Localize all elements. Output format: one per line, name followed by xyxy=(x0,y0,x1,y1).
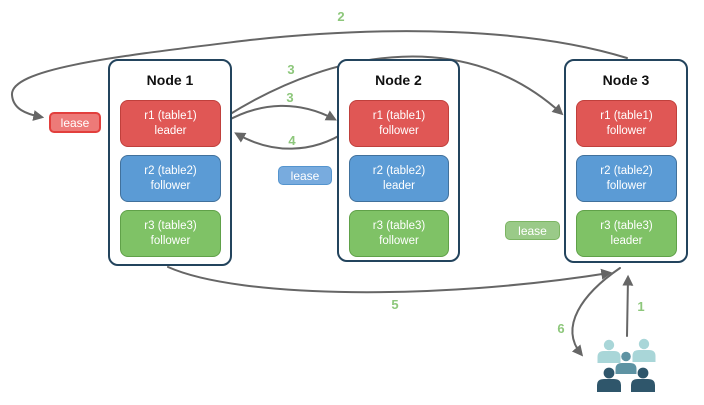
replica-name: r2 (table2) xyxy=(372,164,426,177)
users-group-icon xyxy=(597,338,656,392)
node-2-replica-r3: r3 (table3) follower xyxy=(349,210,449,257)
replica-role: follower xyxy=(150,234,191,247)
node-3-replica-r3: r3 (table3) leader xyxy=(576,210,677,257)
replica-name: r1 (table1) xyxy=(372,109,426,122)
step-label-4: 4 xyxy=(288,133,296,148)
lease-badge-r3: lease xyxy=(505,221,560,240)
lease-badge-r2: lease xyxy=(278,166,332,185)
step-label-5: 5 xyxy=(391,297,399,312)
arrow-step-2 xyxy=(10,30,628,121)
replica-role: leader xyxy=(383,179,415,192)
node-3-replica-r2: r2 (table2) follower xyxy=(576,155,677,202)
lease-badge-r1: lease xyxy=(49,112,101,133)
arrow-step-1-from-users xyxy=(622,274,634,337)
node-3-title: Node 3 xyxy=(602,72,650,88)
node-2: Node 2 r1 (table1) follower r2 (table2) … xyxy=(337,59,460,262)
replica-role: leader xyxy=(610,234,643,247)
replica-role: follower xyxy=(606,124,647,137)
step-label-2: 2 xyxy=(337,9,345,24)
arrow-step-3-to-node2 xyxy=(224,104,337,123)
replica-role: leader xyxy=(154,124,187,137)
replica-role: follower xyxy=(379,124,419,137)
replica-role: follower xyxy=(606,179,647,192)
replica-name: r1 (table1) xyxy=(144,109,197,122)
node-1: Node 1 r1 (table1) leader r2 (table2) fo… xyxy=(108,59,232,266)
step-label-1: 1 xyxy=(637,299,645,314)
node-1-replica-r3: r3 (table3) follower xyxy=(120,210,221,257)
arrow-step-5 xyxy=(167,266,613,294)
replica-name: r2 (table2) xyxy=(600,164,653,177)
node-3-replica-r1: r1 (table1) follower xyxy=(576,100,677,147)
replica-name: r3 (table3) xyxy=(144,219,197,232)
node-3: Node 3 r1 (table1) follower r2 (table2) … xyxy=(564,59,688,263)
node-2-title: Node 2 xyxy=(375,72,422,88)
node-1-title: Node 1 xyxy=(146,72,194,88)
replica-role: follower xyxy=(379,234,419,247)
replica-name: r3 (table3) xyxy=(372,219,426,232)
step-label-3a: 3 xyxy=(287,62,295,77)
node-2-replica-r2: r2 (table2) leader xyxy=(349,155,449,202)
replica-name: r3 (table3) xyxy=(600,219,653,232)
node-1-replica-r1: r1 (table1) leader xyxy=(120,100,221,147)
node-1-replica-r2: r2 (table2) follower xyxy=(120,155,221,202)
replica-name: r2 (table2) xyxy=(144,164,197,177)
step-label-6: 6 xyxy=(557,321,565,336)
step-label-3b: 3 xyxy=(286,90,294,105)
replica-role: follower xyxy=(150,179,191,192)
replica-name: r1 (table1) xyxy=(600,109,653,122)
node-2-replica-r1: r1 (table1) follower xyxy=(349,100,449,147)
